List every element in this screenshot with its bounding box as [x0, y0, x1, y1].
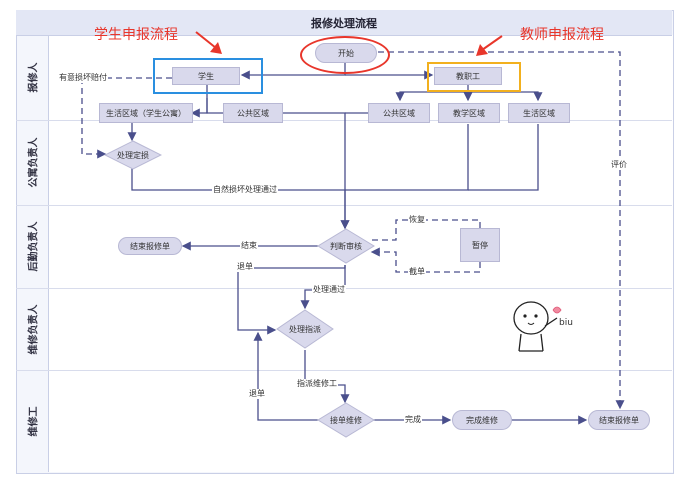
edge-label-natural-damage: 自然损坏处理通过: [212, 185, 278, 195]
edge-label-evaluate: 评价: [610, 160, 628, 170]
node-determine-loss[interactable]: 处理定损: [104, 140, 162, 170]
node-end-report-final[interactable]: 结束报修单: [588, 410, 650, 430]
annotation-arrow-icon: [476, 35, 503, 56]
node-pause[interactable]: 暂停: [460, 228, 500, 262]
edge-label-process-pass: 处理通过: [312, 285, 346, 295]
title-bar: [16, 10, 672, 36]
node-student-public-area[interactable]: 公共区域: [223, 103, 283, 123]
node-staff-public-area[interactable]: 公共区域: [368, 103, 430, 123]
start-highlight-ellipse: [300, 36, 390, 74]
edge-label-return-1: 退单: [236, 262, 254, 272]
node-process-dispatch[interactable]: 处理指派: [276, 309, 334, 349]
node-student[interactable]: 学生: [172, 67, 240, 85]
annotation-teacher-flow: 教师申报流程: [520, 27, 604, 43]
lane-divider: [16, 370, 672, 371]
node-staff[interactable]: 教职工: [434, 67, 502, 85]
annotation-arrow-icon: [195, 31, 222, 54]
student-highlight-box: [153, 58, 263, 94]
edge-label-resume: 恢复: [408, 215, 426, 225]
lane-divider: [16, 205, 672, 206]
annotation-student-flow: 学生申报流程: [94, 27, 178, 43]
sticker-text: biu: [559, 318, 573, 328]
edge-label-deliberate-damage: 有意损坏赔付: [58, 73, 108, 83]
diagram-title: 报修处理流程: [311, 17, 377, 30]
edge-label-assign-worker: 指派维修工: [296, 379, 338, 389]
node-start[interactable]: 开始: [315, 43, 377, 63]
cartoon-sticker-icon: [513, 301, 562, 352]
edge-label-finish: 结束: [240, 241, 258, 251]
node-staff-teaching-area[interactable]: 教学区域: [438, 103, 500, 123]
teacher-highlight-box: [427, 62, 521, 92]
lane-divider: [16, 120, 672, 121]
node-complete-repair[interactable]: 完成维修: [452, 410, 512, 430]
edge-label-complete: 完成: [404, 415, 422, 425]
node-end-report[interactable]: 结束报修单: [118, 237, 182, 255]
edge-label-return-2: 退单: [248, 389, 266, 399]
node-staff-living-area[interactable]: 生活区域: [508, 103, 570, 123]
node-judge-review[interactable]: 判断审核: [317, 228, 375, 264]
node-accept-repair[interactable]: 接单维修: [317, 402, 375, 438]
edge-label-hold: 截单: [408, 267, 426, 277]
node-student-living-area[interactable]: 生活区域（学生公寓）: [99, 103, 193, 123]
